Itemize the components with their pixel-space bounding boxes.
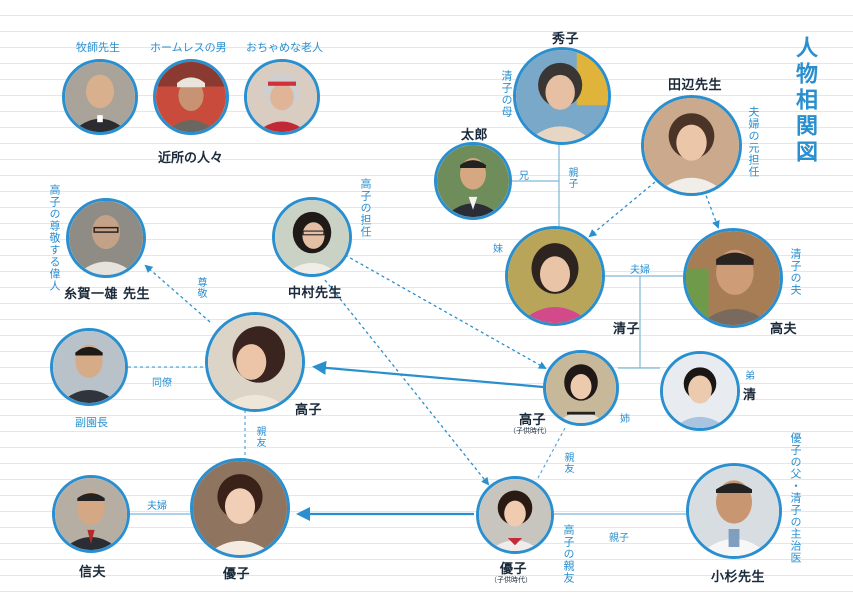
hideko-portrait bbox=[513, 47, 611, 145]
kiyoko-portrait bbox=[505, 226, 605, 326]
yuko-face-icon bbox=[193, 461, 287, 555]
tanabe-portrait bbox=[641, 95, 742, 196]
kiyoshi-note: 弟 bbox=[745, 371, 755, 382]
yuko-child-sub: （子供時代） bbox=[490, 576, 532, 584]
vice-portrait bbox=[50, 328, 128, 406]
kosugi-portrait bbox=[686, 463, 782, 559]
taro-face-icon bbox=[437, 145, 509, 217]
rel-fuufu-nobuo: 夫婦 bbox=[147, 501, 167, 512]
rel-shinyu-adult: 親友 bbox=[254, 426, 265, 448]
arrow-nakamura-takakochild bbox=[344, 254, 547, 369]
kiyoshi-portrait bbox=[660, 351, 740, 431]
hideko-note: 清子の母 bbox=[500, 70, 513, 118]
itoga-face-icon bbox=[69, 201, 143, 275]
tanabe-note: 夫婦の元担任 bbox=[747, 106, 760, 178]
itoga-name: 糸賀一雄 先生 bbox=[64, 287, 151, 302]
nakamura-name: 中村先生 bbox=[288, 286, 343, 301]
nobuo-face-icon bbox=[55, 478, 127, 550]
neighbors-group-label: 近所の人々 bbox=[158, 151, 224, 166]
kiyoshi-name: 清 bbox=[743, 388, 757, 403]
kosugi-name: 小杉先生 bbox=[711, 570, 766, 585]
pastor-role: 牧師先生 bbox=[76, 41, 120, 54]
oldlady-role: おちゃめな老人 bbox=[246, 41, 323, 54]
arrow-nakamura-yukochild bbox=[324, 279, 490, 486]
taro-name: 太郎 bbox=[461, 128, 489, 143]
takako-child-sub: （子供時代） bbox=[509, 427, 551, 435]
takako-name: 高子 bbox=[295, 403, 323, 418]
takako-child-face-icon bbox=[546, 353, 616, 423]
hideko-face-icon bbox=[516, 50, 608, 142]
nobuo-portrait bbox=[52, 475, 130, 553]
yuko-child-face-icon bbox=[479, 479, 551, 551]
kiyoko-face-icon bbox=[508, 229, 602, 323]
rel-sonkei: 尊敬 bbox=[195, 277, 206, 299]
rel-oyako-kosugi: 親子 bbox=[609, 533, 629, 544]
rel-douryou: 同僚 bbox=[152, 378, 172, 389]
arrow-takakochild-takako bbox=[312, 360, 544, 389]
homeless-portrait bbox=[153, 59, 229, 135]
bold-arrows bbox=[296, 360, 544, 521]
kiyoko-name: 清子 bbox=[613, 322, 641, 337]
takako-child-name: 高子 bbox=[519, 413, 547, 428]
itoga-note: 高子の尊敬する偉人 bbox=[48, 184, 61, 292]
takako-portrait bbox=[205, 312, 305, 412]
takako-child-portrait bbox=[543, 350, 619, 426]
taro-portrait bbox=[434, 142, 512, 220]
yuko-portrait bbox=[190, 458, 290, 558]
arrow-tanabe-takao bbox=[703, 189, 720, 229]
solid-lines bbox=[128, 144, 686, 515]
yuko-name: 優子 bbox=[223, 567, 251, 582]
oldlady-portrait bbox=[244, 59, 320, 135]
takako-face-icon bbox=[208, 315, 302, 409]
kosugi-note: 優子の父・清子の主治医 bbox=[789, 432, 802, 564]
kiyoshi-face-icon bbox=[663, 354, 737, 428]
yuko-child-note: 高子の親友 bbox=[562, 524, 575, 584]
vice-face-icon bbox=[53, 331, 125, 403]
tanabe-name: 田辺先生 bbox=[668, 78, 723, 93]
nobuo-name: 信夫 bbox=[79, 565, 107, 580]
kosugi-face-icon bbox=[689, 466, 779, 556]
nakamura-face-icon bbox=[275, 200, 349, 274]
takao-name: 高夫 bbox=[770, 322, 798, 337]
vice-note: 副園長 bbox=[75, 416, 108, 429]
rel-fuufu-kiyoko: 夫婦 bbox=[630, 265, 650, 276]
takao-face-icon bbox=[686, 231, 780, 325]
nakamura-note: 高子の担任 bbox=[359, 178, 372, 238]
nakamura-portrait bbox=[272, 197, 352, 277]
yuko-child-portrait bbox=[476, 476, 554, 554]
chart-title: 人物相関図 bbox=[792, 36, 817, 166]
takao-note: 清子の夫 bbox=[789, 248, 802, 296]
homeless-face-icon bbox=[156, 62, 226, 132]
itoga-portrait bbox=[66, 198, 146, 278]
rel-imouto: 妹 bbox=[493, 244, 503, 255]
rel-shinyu-child: 親友 bbox=[562, 452, 573, 474]
rel-ani: 兄 bbox=[519, 171, 529, 182]
yuko-child-name: 優子 bbox=[500, 562, 528, 577]
oldlady-face-icon bbox=[247, 62, 317, 132]
rel-oyako-hideko: 親子 bbox=[566, 167, 577, 189]
hideko-name: 秀子 bbox=[552, 32, 580, 47]
arrow-takako-itoga bbox=[144, 264, 211, 323]
rel-ane: 姉 bbox=[620, 414, 630, 425]
homeless-role: ホームレスの男 bbox=[150, 41, 227, 54]
tanabe-face-icon bbox=[644, 98, 739, 193]
takao-portrait bbox=[683, 228, 783, 328]
pastor-portrait bbox=[62, 59, 138, 135]
pastor-face-icon bbox=[65, 62, 135, 132]
dotted-lines bbox=[128, 366, 566, 479]
